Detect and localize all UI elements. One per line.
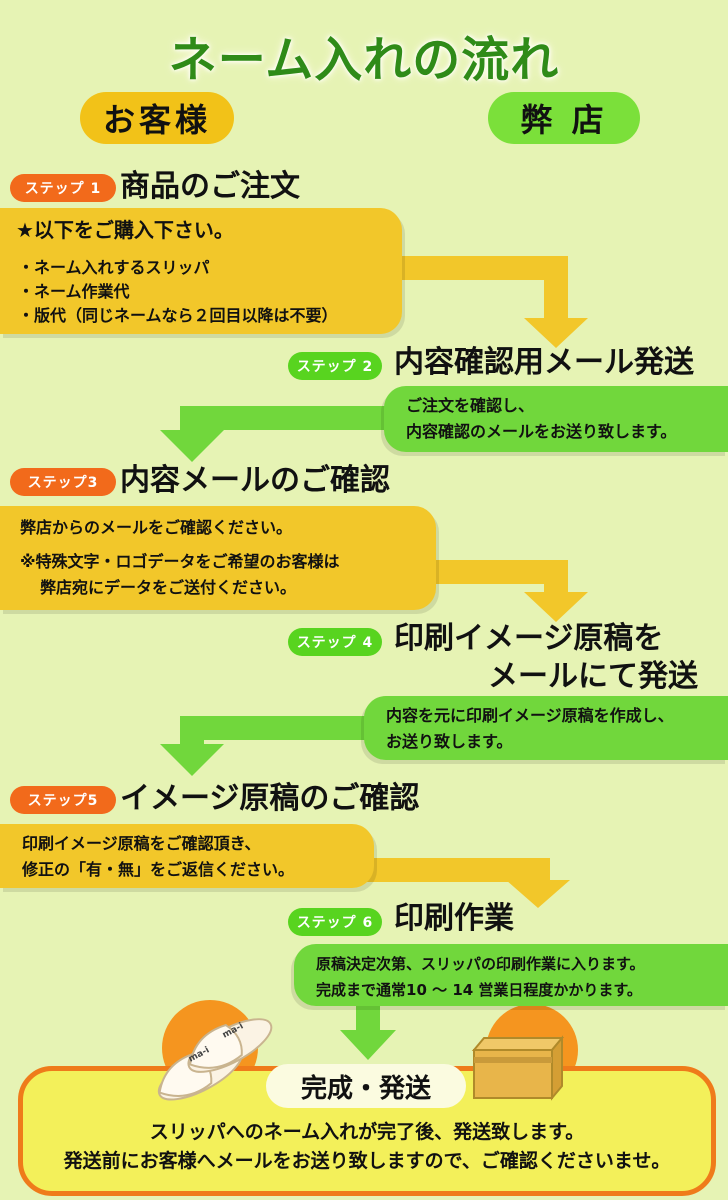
step1-box [0,208,402,334]
step6-line: 完成まで通常10 〜 14 営業日程度かかります。 [316,981,642,999]
step4-title-line: メールにて発送 [488,659,698,694]
final-line: スリッパへのネーム入れが完了後、発送致します。 [149,1121,585,1143]
step1-line: ・版代（同じネームなら２回目以降は不要） [18,306,338,325]
step4-badge: ステップ 4 [288,628,382,656]
step6-badge: ステップ 6 [288,908,382,936]
arrow-step6-to-final [340,1006,396,1060]
role-shop-label: 弊 店 [488,92,640,144]
step5-line: 修正の「有・無」をご返信ください。 [22,860,295,879]
step6-line: 原稿決定次第、スリッパの印刷作業に入ります。 [316,955,645,973]
step2-line: 内容確認のメールをお送り致します。 [406,422,677,441]
step6-title: 印刷作業 [394,901,514,936]
arrow-step5-to-step6 [360,858,570,908]
step3-title: 内容メールのご確認 [120,463,390,498]
step5-badge: ステップ5 [10,786,116,814]
step2-box [384,386,728,452]
step5-line: 印刷イメージ原稿をご確認頂き、 [22,834,261,853]
step1-badge: ステップ 1 [10,174,116,202]
step1-line: ・ネーム入れするスリッパ [18,258,210,277]
step2-title: 内容確認用メール発送 [394,345,694,380]
final-message: スリッパへのネーム入れが完了後、発送致します。 発送前にお客様へメールをお送り致… [18,1118,716,1176]
step4-line: 内容を元に印刷イメージ原稿を作成し、 [386,706,674,725]
step5-title: イメージ原稿のご確認 [120,781,420,816]
final-line: 発送前にお客様へメールをお送り致しますので、ご確認くださいませ。 [63,1150,671,1172]
step1-line: ★以下をご購入下さい。 [16,218,234,242]
arrow-step1-to-step2 [390,256,588,348]
step3-line: 弊店宛にデータをご送付ください。 [40,578,297,597]
arrow-step4-to-step5 [160,716,380,776]
step2-badge: ステップ 2 [288,352,382,380]
step6-box [294,944,728,1006]
step4-box [364,696,728,760]
step4-title-line: 印刷イメージ原稿を [394,621,664,656]
arrow-step2-to-step3 [160,406,420,462]
step4-line: お送り致します。 [386,732,513,751]
step3-line: 弊店からのメールをご確認ください。 [20,518,293,537]
step3-badge: ステップ3 [10,468,116,496]
step3-box [0,506,436,610]
step2-line: ご注文を確認し、 [406,396,535,415]
step1-title: 商品のご注文 [120,169,300,204]
role-customer-label: お客様 [80,92,234,144]
final-label: 完成・発送 [266,1064,466,1108]
step3-line: ※特殊文字・ロゴデータをご希望のお客様は [20,552,340,571]
step1-line: ・ネーム作業代 [18,282,130,301]
page-title: ネーム入れの流れ [168,32,560,88]
arrow-step3-to-step4 [420,560,588,622]
step5-box [0,824,374,888]
